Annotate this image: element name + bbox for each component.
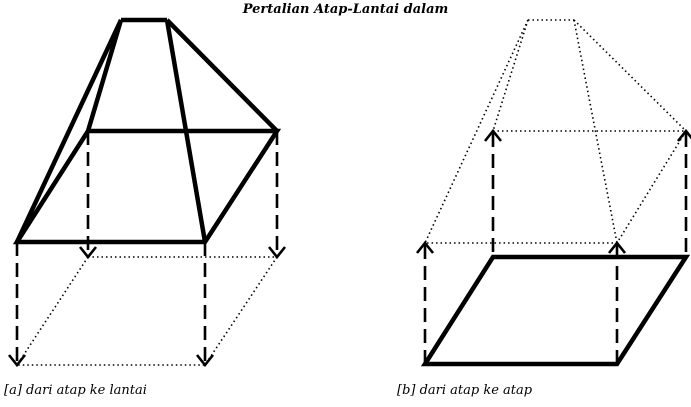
caption-panel-b: [b] dari atap ke atap <box>397 383 533 398</box>
panel-a <box>7 17 287 368</box>
roof-hip-line <box>164 19 208 243</box>
roof-hip-line <box>85 19 124 132</box>
panel-b <box>415 19 691 367</box>
down-arrow-icon <box>195 354 215 368</box>
diagram-title: Pertalian Atap-Lantai dalam <box>242 2 449 17</box>
roof-hip-line <box>165 18 279 133</box>
roof-hip-dotted <box>573 19 687 132</box>
down-arrow-icon <box>7 354 27 368</box>
up-arrow-icon <box>483 128 503 142</box>
caption-panel-a: [a] dari atap ke lantai <box>4 383 147 398</box>
roof-hip-dotted <box>573 19 618 244</box>
roof-base-dotted <box>425 130 688 244</box>
floor-outline <box>420 254 691 367</box>
roof-hip-dotted <box>424 19 529 244</box>
floor-outline-dotted <box>15 256 279 366</box>
roof-hip-line <box>14 19 124 243</box>
up-arrow-icon <box>415 240 435 254</box>
up-arrow-icon <box>676 128 691 142</box>
down-arrow-icon <box>78 246 98 260</box>
down-arrow-icon <box>267 246 287 260</box>
up-arrow-icon <box>607 240 627 254</box>
roof-hip-dotted <box>492 19 529 132</box>
roof-base <box>12 128 282 245</box>
